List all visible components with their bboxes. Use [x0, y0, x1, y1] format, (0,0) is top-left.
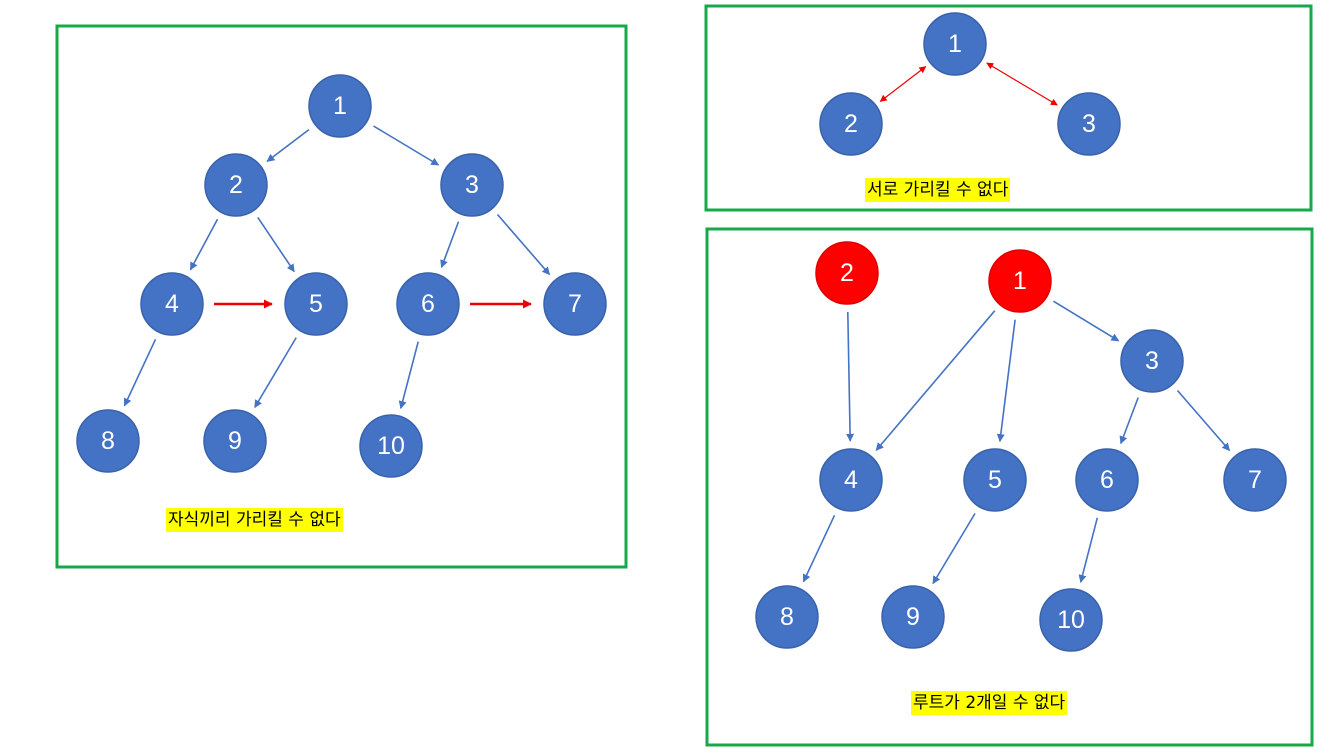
node-bottom-right-1: 1: [988, 249, 1052, 313]
edge-left-5-9: [254, 337, 297, 409]
edge-top-right-1-3: [986, 62, 1058, 106]
node-circle: [881, 585, 945, 649]
node-circle: [988, 249, 1052, 313]
node-circle: [308, 74, 372, 138]
edge-bottom-right-1-5: [996, 319, 1016, 443]
caption-top-right: 서로 가리킬 수 없다: [865, 178, 1011, 202]
node-circle: [819, 448, 883, 512]
edges-layer: [123, 62, 1231, 585]
node-label: 7: [1248, 466, 1262, 494]
edge-top-right-1-2: [879, 66, 927, 102]
node-bottom-right-6: 6: [1075, 448, 1139, 512]
node-left-6: 6: [396, 272, 460, 336]
caption-bottom-right: 루트가 2개일 수 없다: [911, 691, 1068, 715]
node-circle: [203, 409, 267, 473]
edge-left-1-2: [266, 128, 310, 163]
edge-bottom-right-5-9: [932, 513, 976, 585]
node-circle: [1075, 448, 1139, 512]
node-label: 8: [780, 603, 794, 631]
node-bottom-right-8: 8: [755, 585, 819, 649]
node-left-2: 2: [204, 153, 268, 217]
node-left-1: 1: [308, 74, 372, 138]
node-circle: [359, 414, 423, 478]
node-circle: [755, 585, 819, 649]
node-label: 9: [906, 603, 920, 631]
node-circle: [76, 409, 140, 473]
caption-left: 자식끼리 가리킬 수 없다: [166, 508, 343, 532]
node-circle: [396, 272, 460, 336]
node-left-10: 10: [359, 414, 423, 478]
edge-bottom-right-1-3: [1052, 300, 1120, 342]
node-circle: [284, 272, 348, 336]
edge-bottom-right-4-8: [802, 514, 836, 583]
edge-left-3-6: [440, 221, 460, 269]
node-label: 6: [1100, 466, 1114, 494]
node-label: 2: [229, 171, 243, 199]
node-bottom-right-7: 7: [1223, 448, 1287, 512]
node-circle: [1057, 92, 1121, 156]
nodes-layer: 1 2 3 4 5 6 7 8 9 10 1 2 3 2 1 3 4 5 6 7 8 9 10: [76, 12, 1287, 652]
node-label: 4: [844, 466, 858, 494]
node-label: 1: [948, 30, 962, 58]
node-circle: [440, 153, 504, 217]
node-left-3: 3: [440, 153, 504, 217]
node-label: 2: [844, 110, 858, 138]
edge-left-2-5: [257, 216, 295, 273]
node-label: 1: [1013, 267, 1027, 295]
node-label: 2: [840, 259, 854, 287]
node-circle: [204, 153, 268, 217]
node-circle: [1039, 588, 1103, 652]
edge-left-3-7: [496, 213, 551, 276]
node-label: 10: [1057, 606, 1085, 634]
node-bottom-right-2: 2: [815, 241, 879, 305]
node-label: 7: [568, 290, 582, 318]
node-left-5: 5: [284, 272, 348, 336]
node-top-right-3: 3: [1057, 92, 1121, 156]
node-top-right-1: 1: [923, 12, 987, 76]
node-left-7: 7: [543, 272, 607, 336]
node-label: 3: [1082, 110, 1096, 138]
node-bottom-right-9: 9: [881, 585, 945, 649]
edge-left-4-8: [123, 338, 157, 407]
node-label: 5: [988, 466, 1002, 494]
node-bottom-right-4: 4: [819, 448, 883, 512]
panel-bottom-right-frame: [705, 227, 1314, 747]
edge-bottom-right-2-4: [846, 311, 855, 442]
node-label: 3: [1145, 347, 1159, 375]
node-bottom-right-10: 10: [1039, 588, 1103, 652]
node-circle: [819, 92, 883, 156]
node-label: 4: [165, 290, 179, 318]
panel-top-right-frame: [704, 4, 1313, 212]
edge-left-2-4: [189, 218, 219, 271]
node-top-right-2: 2: [819, 92, 883, 156]
node-circle: [543, 272, 607, 336]
node-circle: [963, 448, 1027, 512]
node-bottom-right-5: 5: [963, 448, 1027, 512]
node-circle: [1120, 329, 1184, 393]
node-circle: [140, 272, 204, 336]
node-left-8: 8: [76, 409, 140, 473]
node-label: 6: [421, 290, 435, 318]
edge-left-1-3: [373, 125, 440, 166]
edge-bottom-right-3-6: [1119, 397, 1139, 445]
node-circle: [815, 241, 879, 305]
edge-bottom-right-3-7: [1176, 389, 1231, 452]
node-bottom-right-3: 3: [1120, 329, 1184, 393]
node-label: 5: [309, 290, 323, 318]
node-left-4: 4: [140, 272, 204, 336]
node-label: 1: [333, 92, 347, 120]
node-label: 8: [101, 427, 115, 455]
panel-left-frame: [55, 24, 628, 569]
node-left-9: 9: [203, 409, 267, 473]
node-circle: [923, 12, 987, 76]
node-label: 10: [377, 432, 405, 460]
edge-bottom-right-1-4: [875, 310, 996, 451]
node-label: 9: [228, 427, 242, 455]
node-label: 3: [465, 171, 479, 199]
edge-left-6-10: [398, 341, 419, 410]
node-circle: [1223, 448, 1287, 512]
edge-bottom-right-6-10: [1078, 517, 1099, 583]
